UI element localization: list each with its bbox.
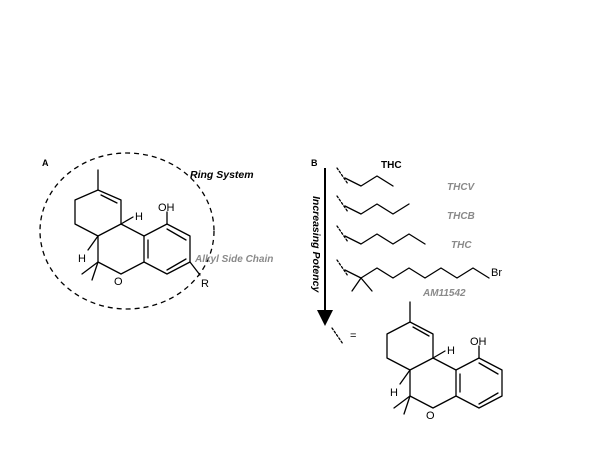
potency-label: Increasing Potency (310, 196, 322, 293)
r-group-label: R (201, 278, 209, 290)
hydroxyl-label-b: OH (470, 336, 487, 348)
equals-sign: = (350, 330, 356, 342)
compound-label-thcv: THCV (447, 182, 476, 193)
oxygen-label: O (114, 276, 123, 288)
compound-label-thcb: THCB (447, 211, 475, 222)
compound-label-am11542: AM11542 (422, 288, 466, 299)
side-chain-thc (336, 225, 426, 245)
panel-b-label: B (311, 158, 318, 168)
h-left-label: H (78, 253, 86, 265)
side-chain-thcb (336, 195, 410, 215)
ring-system-label: Ring System (190, 169, 254, 181)
side-chain-thcv (336, 167, 394, 187)
panel-a: A Ring System OH (39, 152, 273, 310)
thc-skeleton-b (386, 301, 503, 415)
panel-b: B THC Increasing Potency Br THCV (310, 158, 503, 422)
h-left-label-b: H (390, 387, 398, 399)
hydroxyl-label: OH (158, 202, 175, 214)
h-top-label: H (135, 211, 143, 223)
panel-a-label: A (42, 158, 49, 168)
h-top-label-b: H (447, 345, 455, 357)
oxygen-label-b: O (426, 410, 435, 422)
ring-system-outline (39, 152, 215, 310)
bromine-label: Br (491, 267, 502, 279)
side-chain-am11542 (336, 259, 490, 292)
thc-skeleton-a (74, 169, 201, 281)
generic-chain-stub (331, 327, 344, 345)
compound-label-thc: THC (451, 240, 472, 251)
alkyl-side-chain-label: Alkyl Side Chain (194, 254, 273, 265)
thc-header: THC (381, 160, 402, 171)
